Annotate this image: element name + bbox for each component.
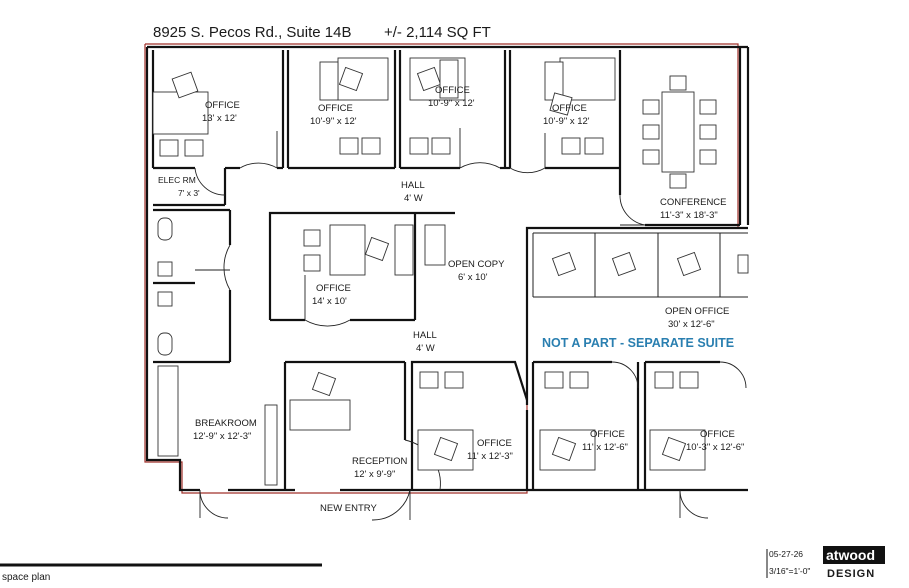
elec-room-size: 7' x 3'	[178, 188, 200, 198]
office-3-name: OFFICE	[435, 85, 470, 96]
office-4-name: OFFICE	[552, 103, 587, 114]
hall-top-size: 4' W	[404, 193, 423, 204]
office-bottom-1-name: OFFICE	[477, 438, 512, 449]
suite-boundary	[144, 43, 739, 494]
office-bottom-2-name: OFFICE	[590, 429, 625, 440]
office-2-name: OFFICE	[318, 103, 353, 114]
reception-name: RECEPTION	[352, 456, 408, 467]
conference-name: CONFERENCE	[660, 197, 727, 208]
office-center-size: 14' x 10'	[312, 296, 347, 307]
office-bottom-3-name: OFFICE	[700, 429, 735, 440]
furniture	[152, 57, 749, 486]
elec-room-name: ELEC RM	[158, 175, 196, 185]
hall-top-name: HALL	[401, 180, 425, 191]
open-copy-name: OPEN COPY	[448, 259, 505, 270]
office-1-name: OFFICE	[205, 100, 240, 111]
breakroom-size: 12'-9" x 12'-3"	[193, 431, 251, 442]
hall-mid-size: 4' W	[416, 343, 435, 354]
open-copy-size: 6' x 10'	[458, 272, 488, 283]
office-2-size: 10'-9" x 12'	[310, 116, 357, 127]
drawing-scale: 3/16"=1'-0"	[769, 566, 810, 576]
separate-suite-note: NOT A PART - SEPARATE SUITE	[542, 336, 734, 350]
open-office-size: 30' x 12'-6"	[668, 319, 715, 330]
office-bottom-3-size: 10'-3" x 12'-6"	[686, 442, 744, 453]
drawing-date: 05-27-26	[769, 549, 803, 559]
room-labels: OFFICE 13' x 12' OFFICE 10'-9" x 12' OFF…	[158, 85, 744, 514]
exterior-walls	[145, 45, 750, 492]
logo-wordmark-top: atwood	[826, 547, 875, 563]
conference-size: 11'-3" x 18'-3"	[660, 210, 718, 221]
reception-size: 12' x 9'-9"	[354, 469, 395, 480]
office-center-name: OFFICE	[316, 283, 351, 294]
office-1-size: 13' x 12'	[202, 113, 237, 124]
door-swings	[194, 128, 747, 521]
new-entry-label: NEW ENTRY	[320, 503, 377, 514]
suite-address: 8925 S. Pecos Rd., Suite 14B	[153, 24, 351, 41]
office-4-size: 10'-9" x 12'	[543, 116, 590, 127]
atwood-design-logo: atwood DESIGN	[823, 546, 885, 580]
logo-wordmark-bottom: DESIGN	[827, 568, 875, 580]
interior-walls	[151, 50, 748, 490]
office-bottom-1-size: 11' x 12'-3"	[467, 451, 513, 462]
office-3-size: 10'-9" x 12'	[428, 98, 475, 109]
breakroom-name: BREAKROOM	[195, 418, 257, 429]
office-bottom-2-size: 11' x 12'-6"	[582, 442, 628, 453]
open-office-name: OPEN OFFICE	[665, 306, 729, 317]
suite-area: +/- 2,114 SQ FT	[384, 24, 491, 41]
sheet-caption: space plan	[2, 572, 50, 583]
hall-mid-name: HALL	[413, 330, 437, 341]
